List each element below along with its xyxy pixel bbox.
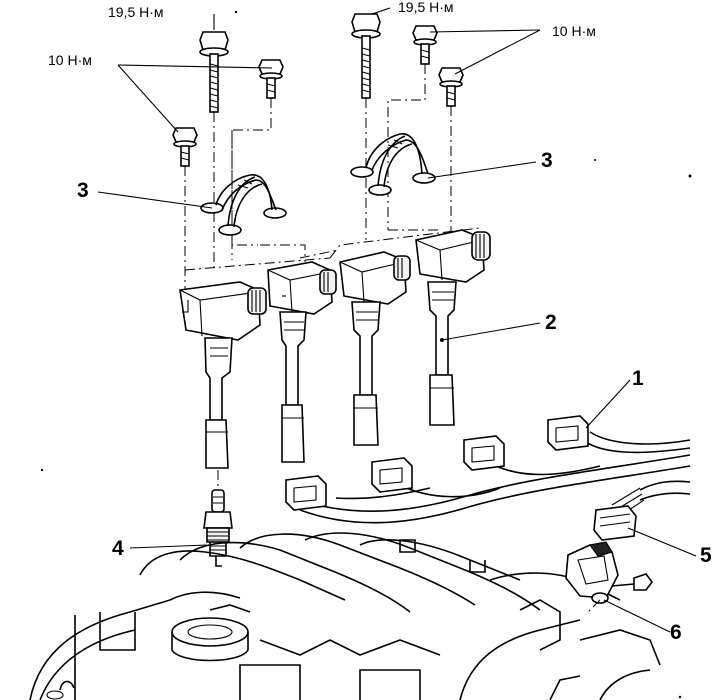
callout-3-right: 3 xyxy=(541,149,553,172)
ignition-coils xyxy=(179,229,491,469)
callout-1: 1 xyxy=(632,367,644,390)
scan-specks xyxy=(40,10,692,699)
callout-3-left: 3 xyxy=(77,179,89,202)
torque-label-small-left: 10 Н·м xyxy=(48,52,92,68)
callout-2: 2 xyxy=(545,311,557,334)
ground-wires xyxy=(200,133,436,236)
sensor-assembly xyxy=(565,480,691,613)
wiring-harness xyxy=(285,415,691,524)
callout-6: 6 xyxy=(670,621,682,644)
leader-lines xyxy=(97,7,697,633)
torque-label-small-right: 10 Н·м xyxy=(552,23,596,39)
callout-4: 4 xyxy=(112,537,124,560)
torque-label-bolt-left: 19,5 Н·м xyxy=(108,4,164,20)
callout-5: 5 xyxy=(700,544,712,567)
torque-label-bolt-right: 19,5 Н·м xyxy=(398,0,454,15)
assembly-lines xyxy=(184,64,481,290)
intake-manifold xyxy=(29,532,661,700)
spark-plug xyxy=(203,470,233,567)
bolts xyxy=(172,13,464,167)
